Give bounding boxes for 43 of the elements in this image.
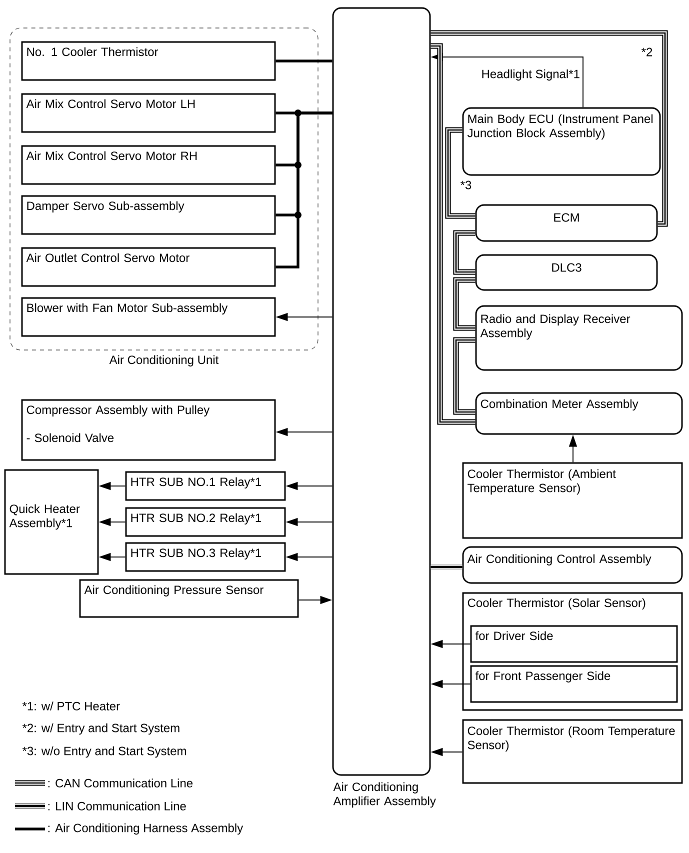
- communication-line: [453, 230, 476, 275]
- component-box: ECM: [475, 204, 658, 242]
- component-box: Air Mix Control Servo Motor LH: [21, 93, 276, 133]
- edge-label: *3: [460, 180, 472, 190]
- edge-label: *2: [642, 48, 652, 56]
- component-box: Damper Servo Sub-assembly: [21, 195, 276, 235]
- component-box: Combination Meter Assembly: [475, 392, 683, 435]
- component-box: Air Mix Control Servo Motor RH: [21, 145, 276, 185]
- legend-entry: : Air Conditioning Harness Assembly: [15, 823, 244, 835]
- communication-line: [430, 43, 476, 425]
- component-box: for Driver Side: [470, 625, 678, 663]
- communication-line: [453, 337, 476, 415]
- component-box: HTR SUB NO.1 Relay*1: [125, 471, 286, 501]
- component-box: HTR SUB NO.2 Relay*1: [125, 507, 286, 537]
- communication-line: [430, 30, 668, 227]
- component-box: Quick Heater Assembly*1: [4, 469, 99, 575]
- component-box: Main Body ECU (Instrument Panel Junction Block Assembly): [462, 107, 661, 176]
- footnote: *1: w/ PTC Heater: [22, 702, 120, 710]
- component-box: Air Conditioning Control Assembly: [462, 546, 683, 584]
- communication-line: [430, 564, 462, 570]
- component-box: Air Outlet Control Servo Motor: [21, 247, 276, 287]
- component-box: Cooler Thermistor (Room Temperature Sensor): [462, 719, 683, 784]
- component-box: Cooler Thermistor (Ambient Temperature Sensor): [462, 462, 683, 539]
- footnote: *2: w/ Entry and Start System: [22, 723, 180, 735]
- component-box: Air Conditioning Pressure Sensor: [79, 579, 299, 618]
- communication-line: [453, 277, 476, 331]
- amplifier-box: Air Conditioning Amplifier Assembly: [332, 7, 436, 808]
- component-box: for Front Passenger Side: [470, 665, 678, 703]
- node-label: Air Conditioning Amplifier Assembly: [333, 782, 436, 808]
- component-box: No. 1 Cooler Thermistor: [21, 41, 276, 81]
- component-box: Blower with Fan Motor Sub-assembly: [21, 297, 276, 337]
- component-box: Radio and Display Receiver Assembly: [475, 305, 683, 371]
- component-box: Compressor Assembly with Pulley - Solenoid Valve: [21, 399, 276, 461]
- footnote: *3: w/o Entry and Start System: [22, 746, 186, 758]
- node-label: Air Conditioning Unit: [109, 355, 219, 366]
- harness-line: [276, 60, 332, 62]
- legend-entry: : CAN Communication Line: [15, 778, 193, 788]
- legend-entry: : LIN Communication Line: [15, 802, 186, 810]
- component-box: DLC3: [475, 254, 658, 291]
- harness-line: [276, 112, 332, 268]
- edge-label: Headlight Signal*1: [482, 69, 580, 81]
- communication-line: [445, 127, 476, 219]
- component-box: HTR SUB NO.3 Relay*1: [125, 542, 286, 572]
